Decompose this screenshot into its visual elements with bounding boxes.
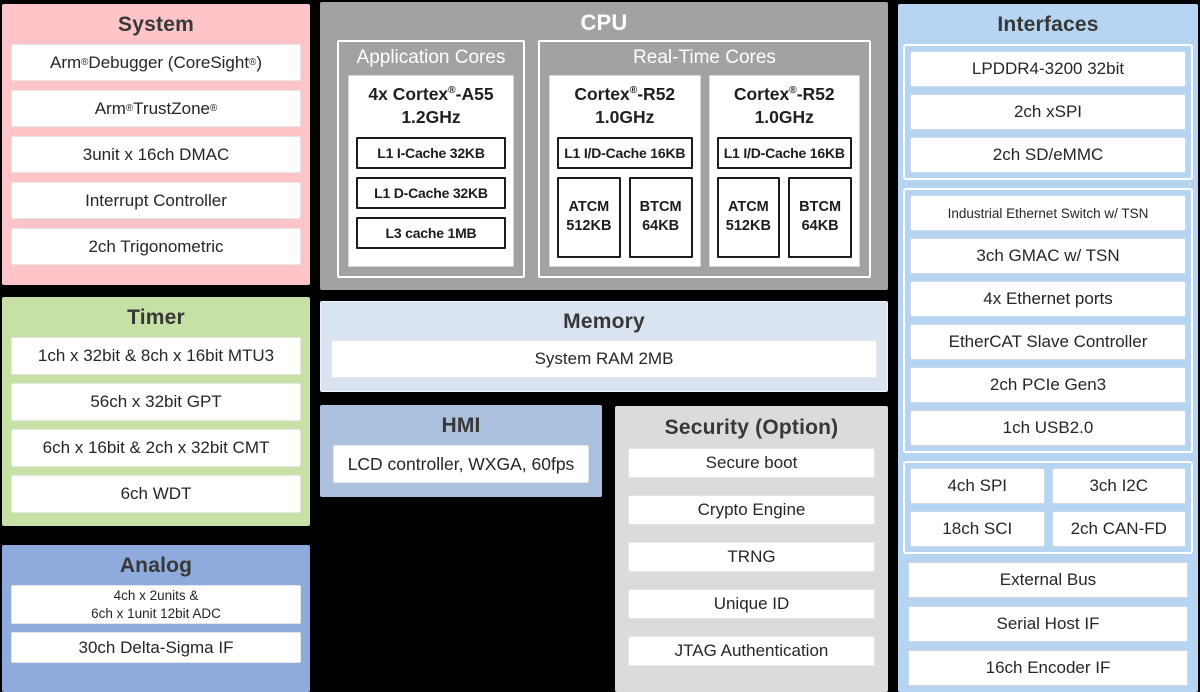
interfaces-panel-title: Interfaces <box>997 13 1099 36</box>
interfaces-item-sd-emmc: 2ch SD/eMMC <box>910 137 1186 173</box>
a55-l1-icache-box: L1 I-Cache 32KB <box>356 136 506 169</box>
timer-panel-title: Timer <box>127 306 185 329</box>
interfaces-item-gmac: 3ch GMAC w/ TSN <box>910 238 1186 274</box>
analog-panel: Analog 4ch x 2units &6ch x 1unit 12bit A… <box>2 545 310 692</box>
interfaces-item-spi: 4ch SPI <box>910 468 1045 504</box>
security-item-jtag-auth: JTAG Authentication <box>628 636 875 666</box>
system-item-dmac: 3unit x 16ch DMAC <box>11 136 301 173</box>
a55-l1-dcache-box: L1 D-Cache 32KB <box>356 176 506 209</box>
realtime-cores-title: Real-Time Cores <box>633 47 776 68</box>
interfaces-item-usb: 1ch USB2.0 <box>910 410 1186 446</box>
interfaces-network-group: Industrial Ethernet Switch w/ TSN 3ch GM… <box>903 188 1193 453</box>
system-panel: System Arm® Debugger (CoreSight®) Arm® T… <box>2 4 310 285</box>
hmi-panel-title: HMI <box>441 414 481 437</box>
security-panel: Security (Option) Secure boot Crypto Eng… <box>615 406 888 692</box>
interfaces-item-external-bus: External Bus <box>908 562 1188 598</box>
cpu-panel-title: CPU <box>580 10 628 35</box>
r52-cache-box-2: L1 I/D-Cache 16KB <box>716 136 852 169</box>
interfaces-item-ethercat: EtherCAT Slave Controller <box>910 324 1186 360</box>
interfaces-serial-grid: 4ch SPI 3ch I2C 18ch SCI 2ch CAN-FD <box>910 468 1186 547</box>
system-item-arm-debugger: Arm® Debugger (CoreSight®) <box>11 44 301 81</box>
r52-cache-box-1: L1 I/D-Cache 16KB <box>557 136 693 169</box>
memory-item-system-ram: System RAM 2MB <box>331 340 877 378</box>
interfaces-item-encoder-if: 16ch Encoder IF <box>908 650 1188 686</box>
application-cores-title: Application Cores <box>356 47 506 68</box>
interfaces-item-ethernet-ports: 4x Ethernet ports <box>910 281 1186 317</box>
security-item-trng: TRNG <box>628 542 875 572</box>
analog-item-adc: 4ch x 2units &6ch x 1unit 12bit ADC <box>11 585 301 624</box>
timer-item-cmt: 6ch x 16bit & 2ch x 32bit CMT <box>11 429 301 467</box>
security-item-secure-boot: Secure boot <box>628 448 875 478</box>
interfaces-serial-group: 4ch SPI 3ch I2C 18ch SCI 2ch CAN-FD <box>903 461 1193 554</box>
analog-panel-title: Analog <box>119 554 193 577</box>
hmi-item-lcd-controller: LCD controller, WXGA, 60fps <box>333 445 589 483</box>
hmi-panel: HMI LCD controller, WXGA, 60fps <box>320 405 602 497</box>
interfaces-item-lpddr4: LPDDR4-3200 32bit <box>910 51 1186 87</box>
timer-panel: Timer 1ch x 32bit & 8ch x 16bit MTU3 56c… <box>2 297 310 526</box>
analog-item-delta-sigma: 30ch Delta-Sigma IF <box>11 632 301 663</box>
system-item-trigonometric: 2ch Trigonometric <box>11 228 301 265</box>
system-panel-title: System <box>118 13 194 36</box>
interfaces-item-i2c: 3ch I2C <box>1051 468 1186 504</box>
interfaces-item-serial-host-if: Serial Host IF <box>908 606 1188 642</box>
timer-item-gpt: 56ch x 32bit GPT <box>11 383 301 421</box>
system-item-trustzone: Arm® TrustZone® <box>11 90 301 127</box>
timer-item-mtu3: 1ch x 32bit & 8ch x 16bit MTU3 <box>11 337 301 375</box>
memory-panel: Memory System RAM 2MB <box>320 301 888 392</box>
memory-panel-title: Memory <box>563 310 645 333</box>
system-item-interrupt-controller: Interrupt Controller <box>11 182 301 219</box>
security-panel-title: Security (Option) <box>664 416 839 439</box>
interfaces-item-xspi: 2ch xSPI <box>910 94 1186 130</box>
interfaces-item-pcie: 2ch PCIe Gen3 <box>910 367 1186 403</box>
security-item-crypto-engine: Crypto Engine <box>628 495 875 525</box>
interfaces-item-sci: 18ch SCI <box>910 511 1045 547</box>
interfaces-memory-if-group: LPDDR4-3200 32bit 2ch xSPI 2ch SD/eMMC <box>903 44 1193 180</box>
a55-l3-cache-box: L3 cache 1MB <box>356 216 506 249</box>
interfaces-item-ethernet-switch: Industrial Ethernet Switch w/ TSN <box>910 195 1186 231</box>
interfaces-panel: Interfaces LPDDR4-3200 32bit 2ch xSPI 2c… <box>898 4 1198 692</box>
timer-item-wdt: 6ch WDT <box>11 475 301 513</box>
interfaces-item-can-fd: 2ch CAN-FD <box>1051 511 1186 547</box>
security-item-unique-id: Unique ID <box>628 589 875 619</box>
